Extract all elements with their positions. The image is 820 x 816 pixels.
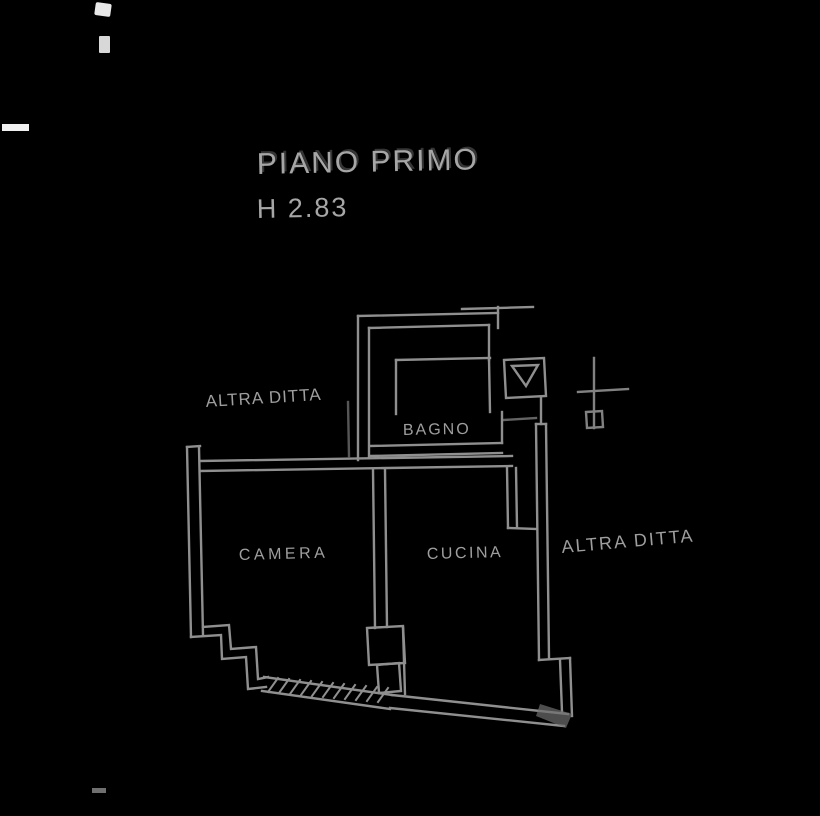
wall-segment xyxy=(185,445,193,639)
divider-wall xyxy=(365,468,407,696)
wall-lines xyxy=(185,305,630,728)
sink-icon xyxy=(502,356,548,400)
wall-segment xyxy=(198,464,514,473)
stair-hatch-band xyxy=(260,675,394,711)
wall-segment xyxy=(185,444,202,449)
plan-height-label: H 2.83 xyxy=(256,192,348,224)
neighbor-boundary-line xyxy=(346,400,351,458)
wall-segment xyxy=(568,656,574,718)
survey-mark xyxy=(576,356,630,430)
wall-segment xyxy=(197,445,205,637)
mark-horizontal xyxy=(576,387,630,394)
wall-segment xyxy=(534,422,541,662)
cucina-right-wall xyxy=(505,466,539,531)
wall-segment xyxy=(367,323,491,330)
scan-artifact-left-dash xyxy=(2,124,29,131)
shaft-box-inner xyxy=(375,661,403,695)
room-label-bagno: BAGNO xyxy=(403,421,471,439)
wall-segment xyxy=(394,356,492,362)
scan-artifact-top-speck xyxy=(99,36,110,53)
corridor-wall xyxy=(198,400,514,473)
sink-basin xyxy=(502,356,548,400)
left-wall-and-steps xyxy=(185,444,270,691)
wall-segment xyxy=(544,422,551,660)
step-outline-outer xyxy=(189,633,268,691)
wall-segment xyxy=(368,441,504,448)
wall-segment xyxy=(502,416,538,422)
wall-segment xyxy=(558,658,564,714)
plan-title-ghost: PIANO PRIMO xyxy=(258,141,481,179)
sink-triangle xyxy=(509,363,541,389)
plan-title: PIANO PRIMO xyxy=(256,143,479,181)
wall-segment xyxy=(356,311,500,318)
wall-segment xyxy=(505,466,510,530)
wall-segment xyxy=(368,451,504,458)
wall-segment xyxy=(487,356,492,414)
room-label-camera: CAMERA xyxy=(239,545,329,564)
band-edge-bottom xyxy=(260,689,392,711)
band-hatch-strokes xyxy=(266,676,390,704)
title-block: PIANO PRIMO PIANO PRIMO H 2.83 xyxy=(256,141,481,224)
wall-segment xyxy=(388,706,566,728)
room-label-cucina: CUCINA xyxy=(427,544,504,563)
wall-segment xyxy=(537,656,572,662)
wall-segment xyxy=(198,454,514,463)
shaft-box-outer xyxy=(365,624,407,667)
right-wall xyxy=(502,396,574,718)
stairwell-bagno-block xyxy=(356,305,535,462)
band-edge-top xyxy=(262,675,394,697)
wall-segment xyxy=(383,468,389,629)
neighbor-label-right: ALTRA DITTA xyxy=(561,525,696,557)
scan-smudge xyxy=(536,704,572,728)
neighbor-label-left: ALTRA DITTA xyxy=(205,385,322,411)
labels: ALTRA DITTA BAGNO CAMERA CUCINA ALTRA DI… xyxy=(205,385,695,564)
wall-segment xyxy=(401,626,407,696)
scan-artifact-bottom-dash xyxy=(92,788,106,793)
wall-segment xyxy=(506,526,539,531)
wall-segment xyxy=(514,466,519,529)
mark-box xyxy=(584,409,605,430)
wall-segment xyxy=(371,468,377,630)
step-outline-inner xyxy=(201,623,270,681)
